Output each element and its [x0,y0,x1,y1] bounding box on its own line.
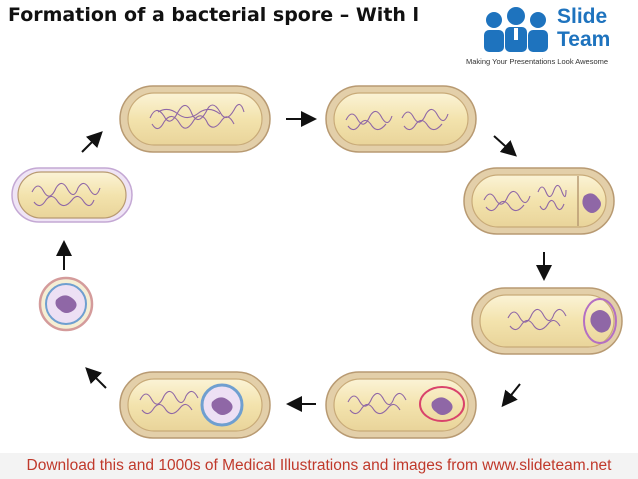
engulfment-membrane [583,298,617,344]
cell-stage-6 [119,371,271,439]
footer-banner[interactable]: Download this and 1000s of Medical Illus… [0,453,638,479]
spore-dna [582,193,601,213]
arrow-up-right [81,131,103,153]
spore-dna [211,397,233,415]
dna-coil [483,184,567,212]
spore-dna [590,310,611,333]
dna-coil [31,182,101,207]
arrow-down-right [493,135,517,157]
arrow-down-left [501,383,521,408]
cell-stage-3 [463,167,615,235]
cell-stage-2 [325,85,477,153]
cell-stage-1 [119,85,271,153]
cell-stage-8 [11,167,133,223]
arrow-up-left [85,367,107,389]
cell-stage-5 [325,371,477,439]
slideteam-logo: Slide Team Making Your Presentations Loo… [462,0,638,72]
free-spore [38,276,94,332]
dna-coil [139,390,199,415]
spore-dna [431,397,453,415]
page-title: Formation of a bacterial spore – With l [8,4,420,26]
dna-coil [345,108,449,131]
logo-team-text: Team [557,28,611,51]
people-icon [484,7,548,52]
dna-coil [507,308,567,331]
dna-coil [347,392,407,415]
dna-coil [149,103,245,130]
logo-slide-text: Slide [557,5,608,28]
logo-tagline: Making Your Presentations Look Awesome [466,57,609,66]
cell-stage-4 [471,287,623,355]
forespore-ring [419,386,465,422]
